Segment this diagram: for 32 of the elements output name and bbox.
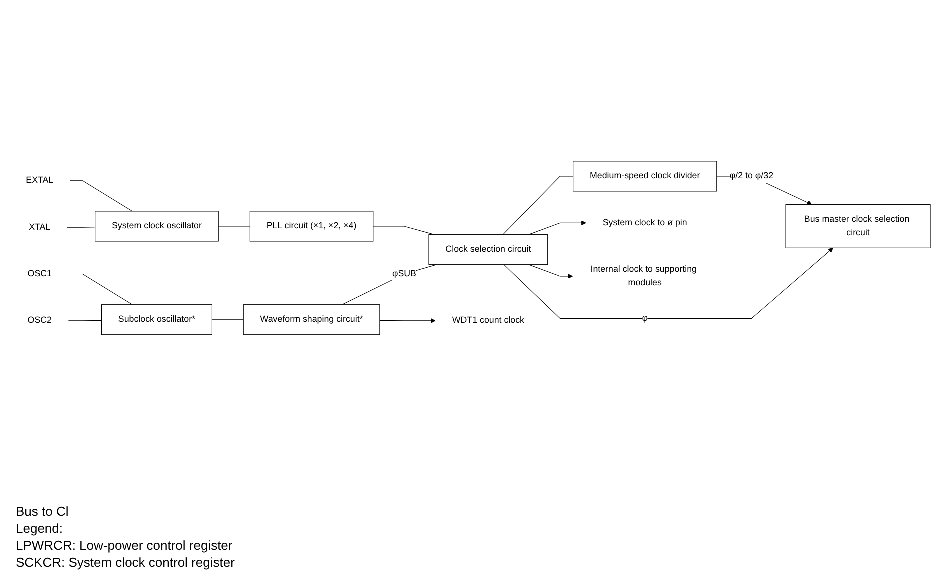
node-text: OSC2 <box>28 316 52 326</box>
edge-label: φSUB <box>392 270 416 280</box>
node-box: System clock oscillator <box>95 211 219 242</box>
connector <box>373 226 435 236</box>
node-box: Waveform shaping circuit* <box>243 304 380 336</box>
arrow <box>380 318 436 324</box>
node-text: WDT1 count clock <box>452 316 524 326</box>
legend-text: SCKCR: System clock control register <box>16 555 236 570</box>
node-text: EXTAL <box>26 176 54 186</box>
node-text: OSC1 <box>28 270 52 280</box>
node-box: Clock selection circuit <box>428 234 548 266</box>
node-text: System clock to ø pin <box>602 218 688 228</box>
edge-label: φ <box>642 314 648 324</box>
connector <box>218 226 250 228</box>
arrow <box>528 264 574 280</box>
output-label: Bus to Cl <box>16 504 70 519</box>
legend-text: LPWRCR: Low-power control register <box>16 538 234 553</box>
arrow <box>504 248 834 320</box>
connector <box>67 227 96 228</box>
connector <box>502 176 574 236</box>
connector <box>70 180 133 212</box>
node-box: Medium-speed clock divider <box>573 161 718 192</box>
connector <box>68 274 133 306</box>
node-box: Subclock oscillator* <box>101 304 212 336</box>
node-box: Bus master clock selection circuit <box>786 204 931 249</box>
arrow <box>528 221 586 236</box>
node-text: XTAL <box>29 222 51 232</box>
connector <box>68 320 102 322</box>
node-box: PLL circuit (×1, ×2, ×4) <box>250 211 374 242</box>
legend-text: Legend: <box>16 521 64 536</box>
edge-label: φ/2 to φ/32 <box>730 172 774 182</box>
node-text: Internal clock to supporting modules <box>590 265 697 288</box>
